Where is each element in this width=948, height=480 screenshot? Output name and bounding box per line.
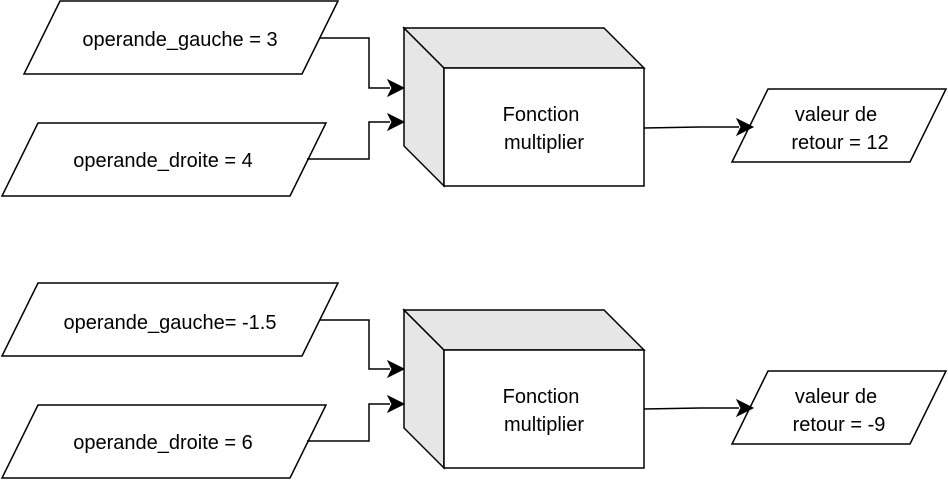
output-label-line2: retour = 12 bbox=[791, 132, 888, 154]
function-box: Fonction multiplier bbox=[402, 26, 646, 188]
input-left-operand: operande_gauche = 3 bbox=[22, 0, 340, 75]
parallelogram-shape bbox=[0, 122, 328, 197]
arrow-right-operand-to-function bbox=[307, 121, 390, 160]
output-label-line1: valeur de bbox=[795, 386, 877, 408]
parallelogram-shape bbox=[0, 404, 328, 479]
connector-arrows bbox=[307, 37, 755, 160]
parallelogram-shape bbox=[730, 370, 948, 445]
arrowhead-icon bbox=[386, 394, 406, 414]
arrow-function-to-output bbox=[643, 407, 739, 410]
arrowhead-icon bbox=[735, 117, 755, 137]
input-right-operand: operande_droite = 6 bbox=[0, 404, 328, 479]
input-left-operand-label: operande_gauche = 3 bbox=[82, 29, 277, 51]
input-left-operand: operande_gauche= -1.5 bbox=[0, 282, 340, 357]
output-return-value: valeur de retour = -9 bbox=[730, 370, 948, 445]
function-label-line1: Fonction bbox=[503, 386, 580, 408]
input-right-operand-label: operande_droite = 4 bbox=[73, 150, 253, 172]
cube-front-face bbox=[443, 67, 645, 187]
connector-arrows bbox=[307, 319, 755, 442]
arrowhead-icon bbox=[386, 359, 406, 379]
function-label-line2: multiplier bbox=[504, 414, 584, 436]
input-right-operand-label: operande_droite = 6 bbox=[73, 432, 253, 454]
arrowhead-icon bbox=[735, 398, 755, 418]
multiplication-example-2: operande_gauche= -1.5 operande_droite = … bbox=[0, 282, 948, 479]
multiplication-example-1: operande_gauche = 3 operande_droite = 4 … bbox=[0, 0, 948, 197]
cube-top-face bbox=[402, 27, 646, 69]
input-left-operand-label: operande_gauche= -1.5 bbox=[64, 312, 277, 334]
arrow-function-to-output bbox=[643, 126, 739, 129]
arrow-left-operand-to-function bbox=[320, 37, 390, 89]
function-label-line2: multiplier bbox=[504, 132, 584, 154]
arrowhead-icon bbox=[386, 112, 406, 132]
output-return-value: valeur de retour = 12 bbox=[730, 88, 948, 163]
function-label-line1: Fonction bbox=[503, 104, 580, 126]
parallelogram-shape bbox=[730, 88, 948, 163]
arrow-left-operand-to-function bbox=[320, 319, 390, 370]
output-label-line1: valeur de bbox=[795, 104, 877, 126]
parallelogram-shape bbox=[22, 0, 340, 75]
input-right-operand: operande_droite = 4 bbox=[0, 122, 328, 197]
output-label-line2: retour = -9 bbox=[793, 414, 886, 436]
arrowhead-icon bbox=[386, 78, 406, 98]
parallelogram-shape bbox=[0, 282, 340, 357]
arrow-right-operand-to-function bbox=[307, 403, 390, 442]
cube-front-face bbox=[443, 349, 645, 469]
function-box: Fonction multiplier bbox=[402, 308, 646, 470]
cube-top-face bbox=[402, 309, 646, 351]
